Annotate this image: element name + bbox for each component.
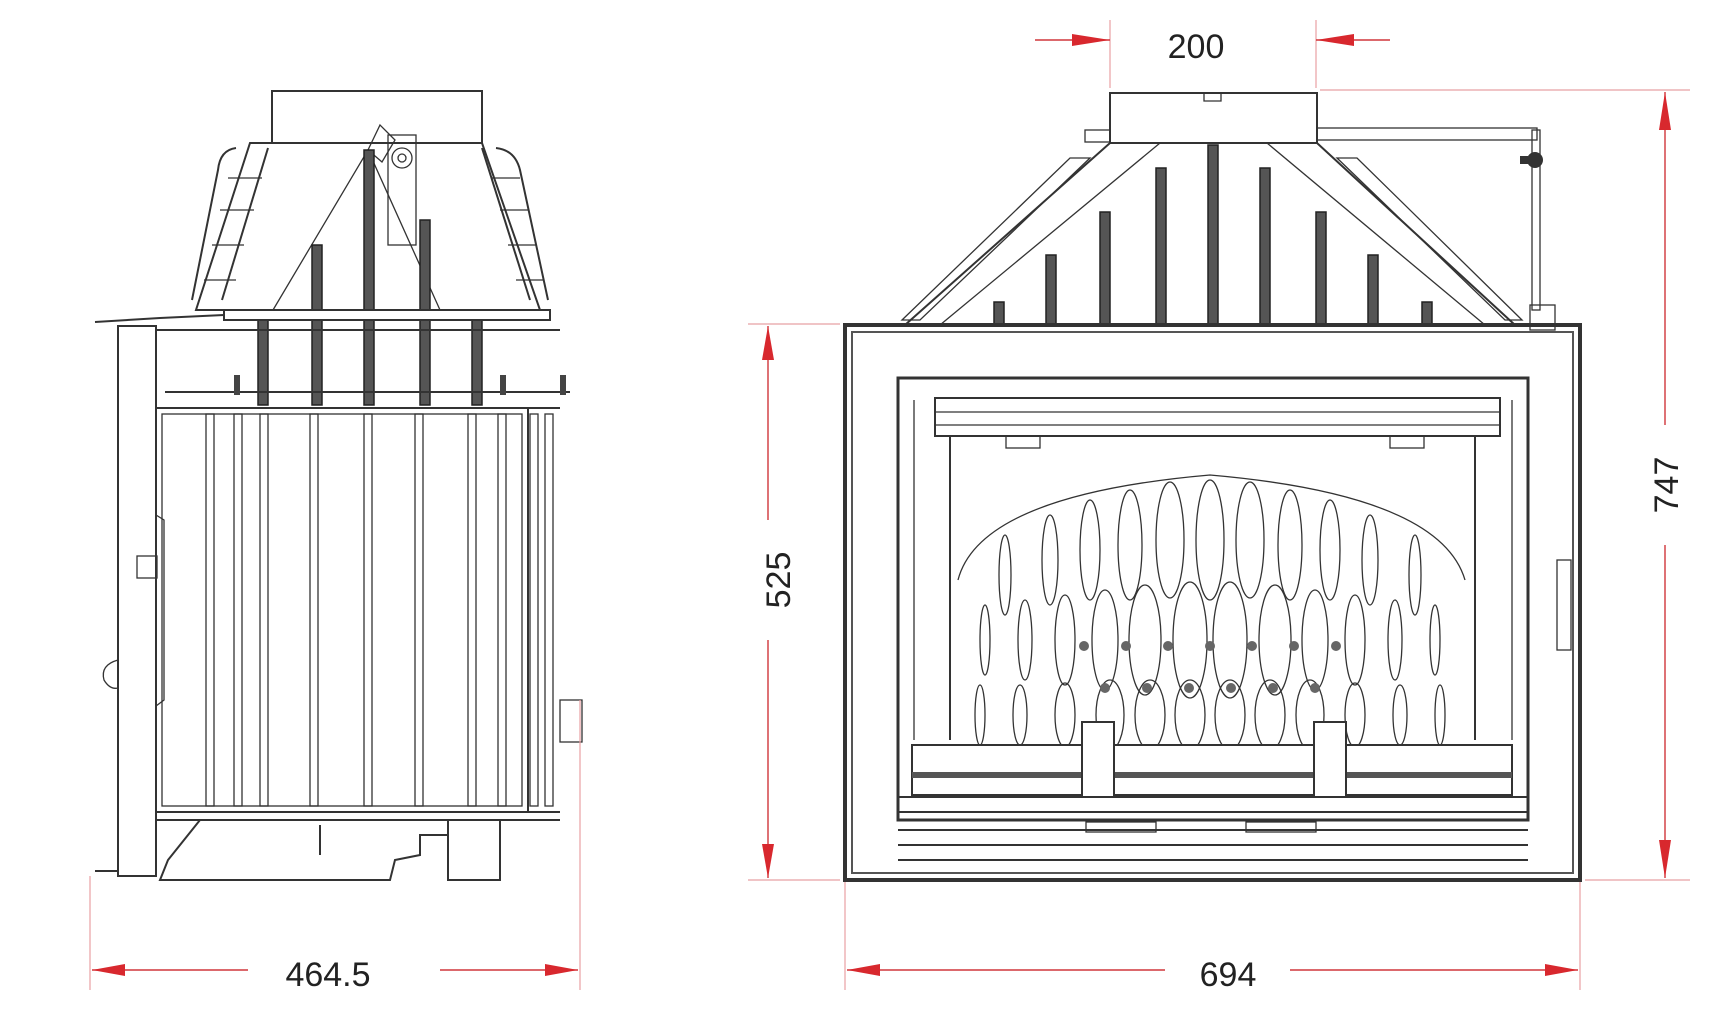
dim-total-height-label: 747 [1648,457,1686,514]
front-view [843,92,1582,882]
dim-opening-height-label: 525 [760,552,798,609]
side-body [155,407,529,813]
fireback-pattern [974,479,1446,751]
side-view [94,90,583,881]
front-outer-frame [843,323,1582,882]
firebox-opening [896,376,1530,822]
side-front-frame [117,325,157,877]
fireback-plate [957,474,1466,581]
grate [911,744,1513,796]
ash-lip [898,796,1528,861]
dim-front-width-label: 694 [1200,956,1257,994]
dimensions: 200 747 525 694 464.5 [89,20,1690,994]
dim-flue-label: 200 [1168,28,1225,66]
dim-side-width-label: 464.5 [285,956,370,994]
side-flue-collar [271,90,483,144]
